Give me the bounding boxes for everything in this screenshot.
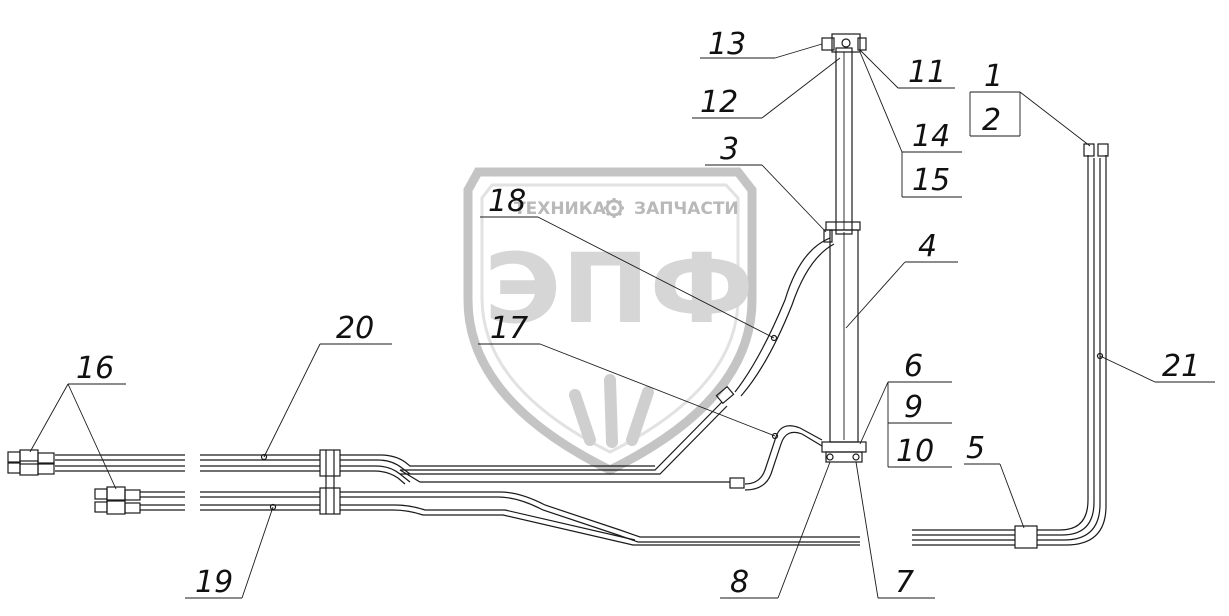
watermark-wheat bbox=[569, 374, 654, 448]
hose-upper bbox=[400, 229, 835, 475]
callout-19: 19 bbox=[195, 565, 233, 600]
callout-2: 2 bbox=[982, 103, 1001, 138]
callout-labels: 13 12 11 14 15 3 18 4 20 17 16 6 9 10 5 … bbox=[76, 27, 1200, 600]
callout-9: 9 bbox=[904, 390, 923, 425]
callout-5: 5 bbox=[966, 431, 985, 466]
watermark-word-right: ЗАПЧАСТИ bbox=[634, 199, 739, 219]
watermark-shield-inner bbox=[480, 183, 740, 454]
quick-couplings bbox=[7, 449, 141, 515]
leader-lines bbox=[29, 43, 1215, 599]
hose-lower bbox=[399, 425, 823, 491]
callout-6: 6 bbox=[904, 349, 923, 384]
watermark-word-left: ТЕХНИКА bbox=[514, 199, 607, 219]
watermark-logo: ЭПФ bbox=[484, 233, 754, 345]
callout-1: 1 bbox=[984, 59, 1003, 94]
callout-16: 16 bbox=[76, 351, 114, 386]
callout-20: 20 bbox=[336, 311, 374, 346]
callout-3: 3 bbox=[720, 132, 739, 167]
callout-15: 15 bbox=[912, 163, 950, 198]
callout-17: 17 bbox=[490, 311, 528, 346]
cylinder-assembly bbox=[821, 33, 867, 463]
callout-8: 8 bbox=[730, 565, 749, 600]
callout-13: 13 bbox=[708, 27, 746, 62]
gear-icon bbox=[604, 198, 624, 218]
callout-4: 4 bbox=[918, 229, 937, 264]
callout-10: 10 bbox=[896, 434, 934, 469]
callout-18: 18 bbox=[488, 184, 526, 219]
hydraulic-lines-right bbox=[912, 143, 1109, 549]
hydraulic-lines-left bbox=[55, 449, 860, 546]
callout-7: 7 bbox=[895, 565, 914, 600]
callout-21: 21 bbox=[1162, 349, 1200, 384]
callout-14: 14 bbox=[912, 119, 950, 154]
callout-11: 11 bbox=[908, 55, 946, 90]
callout-12: 12 bbox=[700, 85, 738, 120]
